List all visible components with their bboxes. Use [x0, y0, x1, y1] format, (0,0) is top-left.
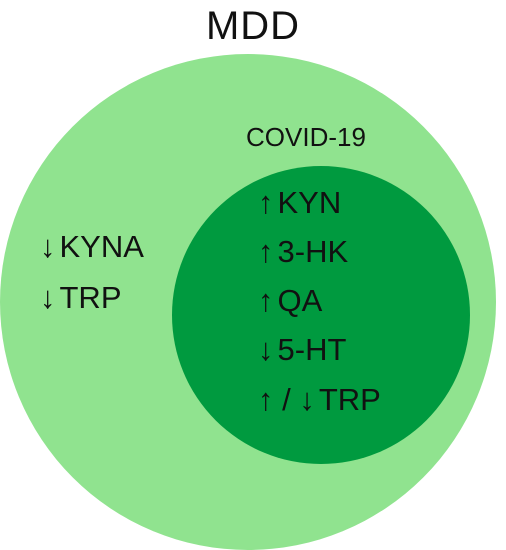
down-arrow-icon: ↓: [40, 229, 56, 264]
marker-label: TRP: [59, 280, 122, 315]
marker-label: KYNA: [59, 229, 144, 264]
outer-marker-kyna: ↓KYNA: [40, 227, 144, 267]
covid-circle: [172, 166, 470, 464]
inner-marker-qa: ↑QA: [258, 281, 322, 321]
covid-label: COVID-19: [246, 122, 366, 152]
marker-label: 5-HT: [277, 332, 347, 367]
up-arrow-icon: ↑: [258, 234, 274, 269]
inner-marker-5ht: ↓5-HT: [258, 330, 346, 370]
marker-label: 3-HK: [277, 234, 349, 269]
up-arrow-icon: ↑: [258, 283, 274, 318]
inner-marker-kyn: ↑KYN: [258, 183, 341, 223]
inner-marker-3hk: ↑3-HK: [258, 232, 348, 272]
marker-label: QA: [277, 283, 323, 318]
marker-label: TRP: [318, 382, 381, 417]
marker-label: KYN: [277, 185, 342, 220]
outer-marker-trp: ↓TRP: [40, 278, 122, 318]
down-arrow-icon: ↓: [258, 332, 274, 367]
up-arrow-icon: ↑: [258, 185, 274, 220]
down-arrow-icon: ↓: [40, 280, 56, 315]
diagram-title: MDD: [205, 4, 301, 48]
up-down-arrow-icon: ↑ / ↓: [258, 382, 315, 417]
inner-marker-trp: ↑ / ↓TRP: [258, 380, 381, 420]
